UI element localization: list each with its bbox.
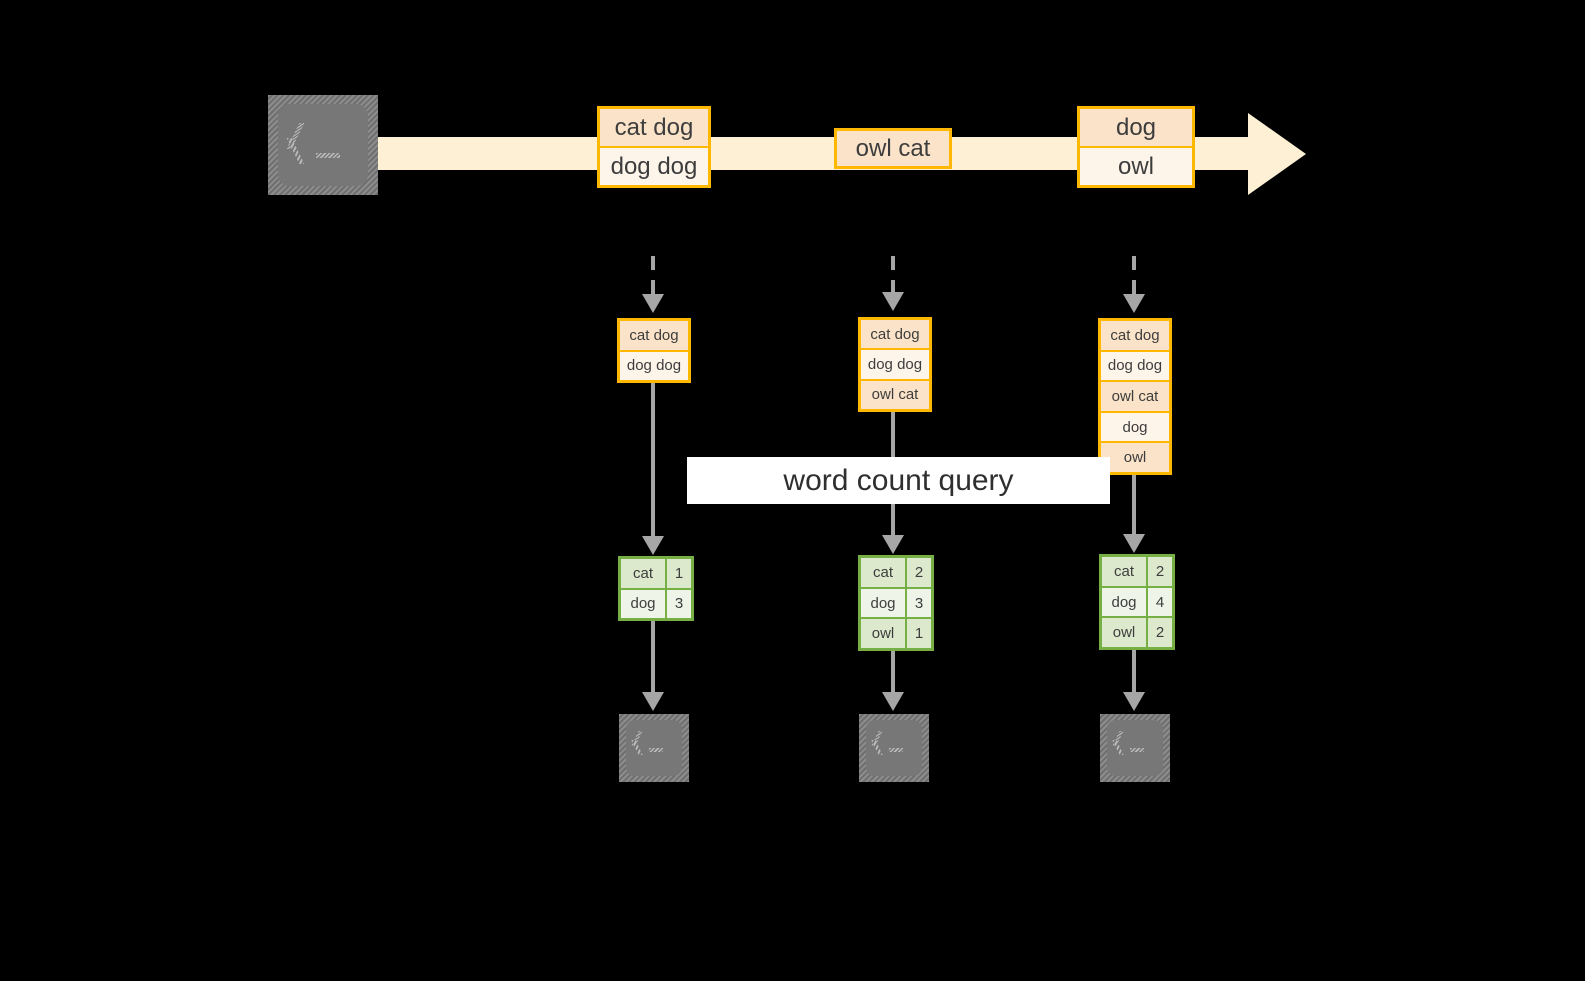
stream-to-table-arrowhead-1 [642, 294, 664, 313]
table-row: cat dog [1101, 321, 1169, 352]
query-arrowhead-2 [882, 535, 904, 554]
stream-to-table-connector-2 [891, 256, 895, 300]
sink-arrowhead-3 [1123, 692, 1145, 711]
sink-arrowhead-1 [642, 692, 664, 711]
stream-to-table-connector-1 [651, 256, 655, 302]
result-count: 4 [1148, 587, 1172, 617]
sink-connector-3 [1132, 650, 1136, 697]
result-count: 2 [907, 558, 931, 587]
table-row: cat 2 [1102, 557, 1172, 588]
result-table-3[interactable]: cat 2 dog 4 owl 2 [1099, 554, 1175, 650]
result-word: cat [861, 558, 907, 587]
table-row: dog dog [1101, 351, 1169, 383]
table-row: dog 3 [861, 588, 931, 620]
table-row: cat 2 [861, 558, 931, 589]
sink-terminal-icon-3[interactable] [1100, 714, 1170, 782]
terminal-prompt-underscore-icon [316, 153, 340, 158]
stream-record: dog dog [600, 148, 708, 185]
result-word: owl [1102, 618, 1148, 648]
result-word: owl [861, 619, 907, 649]
query-arrowhead-1 [642, 536, 664, 555]
source-terminal-icon[interactable] [268, 95, 378, 195]
unbounded-table-3[interactable]: cat dog dog dog owl cat dog owl [1098, 318, 1172, 475]
stream-arrowhead [1248, 113, 1306, 195]
result-word: dog [621, 589, 667, 618]
unbounded-table-2[interactable]: cat dog dog dog owl cat [858, 317, 932, 412]
table-row: owl cat [861, 380, 929, 409]
result-count: 2 [1148, 557, 1172, 586]
stream-record: owl cat [837, 131, 949, 166]
result-table-1[interactable]: cat 1 dog 3 [618, 556, 694, 621]
query-connector-3 [1132, 475, 1136, 542]
stream-record: dog [1080, 109, 1192, 148]
table-row: cat dog [620, 321, 688, 352]
table-row: cat dog [861, 320, 929, 351]
result-count: 3 [667, 589, 691, 618]
result-count: 1 [667, 559, 691, 588]
sink-arrowhead-2 [882, 692, 904, 711]
table-row: owl 1 [861, 619, 931, 649]
sink-connector-1 [651, 621, 655, 697]
query-connector-1 [651, 383, 655, 543]
terminal-prompt-underscore-icon [889, 748, 903, 752]
stream-record: cat dog [600, 109, 708, 148]
result-count: 2 [1148, 618, 1172, 648]
result-word: cat [1102, 557, 1148, 586]
result-word: dog [861, 588, 907, 618]
table-row: dog 3 [621, 589, 691, 618]
stream-batch-2[interactable]: owl cat [834, 128, 952, 169]
table-row: owl cat [1101, 382, 1169, 413]
stream-to-table-connector-3 [1132, 256, 1136, 302]
unbounded-table-1[interactable]: cat dog dog dog [617, 318, 691, 383]
table-row: dog [1101, 412, 1169, 444]
sink-connector-2 [891, 651, 895, 697]
query-banner: word count query [687, 457, 1110, 504]
sink-terminal-icon-2[interactable] [859, 714, 929, 782]
stream-to-table-arrowhead-3 [1123, 294, 1145, 313]
terminal-prompt-underscore-icon [649, 748, 663, 752]
result-count: 1 [907, 619, 931, 649]
stream-batch-1[interactable]: cat dog dog dog [597, 106, 711, 188]
sink-terminal-icon-1[interactable] [619, 714, 689, 782]
table-row: cat 1 [621, 559, 691, 590]
query-arrowhead-3 [1123, 534, 1145, 553]
table-row: owl 2 [1102, 618, 1172, 648]
stream-to-table-arrowhead-2 [882, 292, 904, 311]
query-label: word count query [783, 463, 1014, 497]
table-row: dog dog [620, 351, 688, 380]
table-row: dog 4 [1102, 587, 1172, 619]
table-row: dog dog [861, 350, 929, 381]
stream-record: owl [1080, 148, 1192, 185]
result-word: cat [621, 559, 667, 588]
result-table-2[interactable]: cat 2 dog 3 owl 1 [858, 555, 934, 651]
terminal-prompt-underscore-icon [1130, 748, 1144, 752]
table-row: owl [1101, 443, 1169, 472]
result-word: dog [1102, 587, 1148, 617]
stream-batch-3[interactable]: dog owl [1077, 106, 1195, 188]
result-count: 3 [907, 588, 931, 618]
